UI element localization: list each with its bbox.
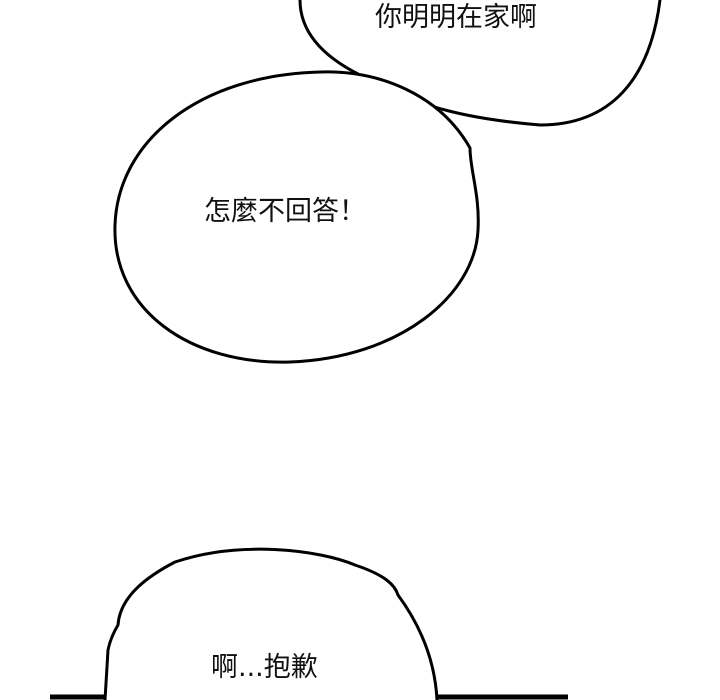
speech-text-2: 怎麼不回答！ bbox=[204, 196, 366, 227]
speech-text-3: 啊...抱歉 bbox=[211, 652, 318, 683]
speech-bubble-bottom-outline bbox=[103, 547, 439, 700]
speech-bubble-middle-outline bbox=[113, 70, 480, 364]
speech-bubble-top-outline bbox=[298, 0, 662, 127]
speech-text-1: 你明明在家啊 bbox=[375, 2, 537, 33]
